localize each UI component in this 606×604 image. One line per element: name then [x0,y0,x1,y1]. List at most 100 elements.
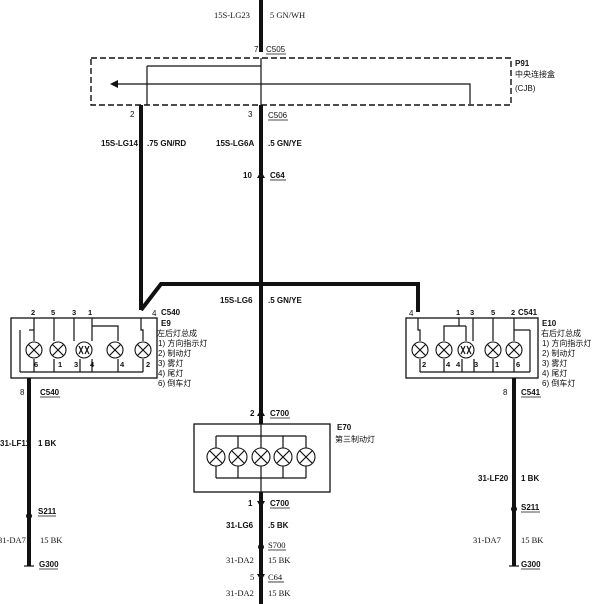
center-c64-pin: 5 [250,572,254,582]
lg6-id: 15S-LG6 [220,296,253,305]
left-lamp-id: E9 [161,319,171,328]
lg6a-spec: .5 GN/YE [268,139,302,148]
center-splice-dot [258,544,264,550]
right-wire2-spec: 15 BK [521,535,544,545]
right-lamp-item-5: 6) 倒车灯 [542,378,575,388]
left-splice-dot [26,513,32,519]
left-bottom-pin-6: 2 [146,360,150,369]
bulb-icon [134,341,152,359]
c64-arrow-icon [257,171,265,178]
left-lamp-title: 左后灯总成 [157,328,197,338]
left-ground-conn: C540 [40,388,60,397]
center-bottom-conn: C700 [270,499,290,508]
right-wire-spec: 1 BK [521,474,539,483]
left-bottom-pin-5: 4 [120,360,125,369]
bulb-icon [484,341,502,359]
center-wire2-spec: 15 BK [268,555,291,565]
c505-label: C505 [266,45,286,54]
right-bottom-pin-6: 6 [516,360,520,369]
right-lamp-item-1: 1) 方向指示灯 [542,338,591,348]
right-lamp-item-2: 2) 制动灯 [542,348,575,358]
left-lamp-item-1: 1) 方向指示灯 [158,338,207,348]
lg14-spec: .75 GN/RD [147,139,186,148]
c505-pin: 7 [254,45,259,54]
top-wire-id: 15S-LG23 [214,10,250,20]
bulb-icon [228,447,248,467]
left-lamp-item-3: 3) 雾灯 [158,358,183,368]
right-wire-id: 31-LF20 [478,474,509,483]
right-lamp-connector: C541 [518,308,538,317]
bulb-icon [206,447,226,467]
center-lamp-name: 第三制动灯 [335,434,375,444]
left-lamp-conn-pin: 4 [152,309,157,318]
lg14-id: 15S-LG14 [101,139,138,148]
center-top-conn: C700 [270,409,290,418]
right-bottom-pin-1: 2 [422,360,426,369]
cjb-id: P91 [515,59,530,68]
left-bottom-pin-3: 3 [74,360,78,369]
right-lamp-internal [417,318,531,373]
c64-bottom-arrow-icon [257,574,265,581]
bulb-icon [49,341,67,359]
left-wire2-spec: 15 BK [40,535,63,545]
right-lamp-bulbs [411,341,523,359]
left-lamp-internal [19,318,144,373]
right-ground-conn: C541 [521,388,541,397]
center-lamp-internal [215,424,307,492]
right-lamp-title: 右后灯总成 [541,328,581,338]
left-lamp-item-4: 4) 尾灯 [158,368,183,378]
right-splice: S211 [521,503,540,512]
left-lamp-box [10,317,158,379]
center-top-pin: 2 [250,409,255,418]
center-lamp-id: E70 [337,423,352,432]
bulb-icon [435,341,453,359]
right-lamp-id: E10 [542,319,557,328]
left-bottom-pin-4: 4 [90,360,95,369]
right-top-pin-4: 2 [511,308,515,317]
right-bottom-pin-5: 1 [495,360,499,369]
left-lamp-item-2: 2) 制动灯 [158,348,191,358]
left-bottom-pin-1: 6 [34,360,38,369]
right-top-pin-2: 3 [470,308,474,317]
right-lamp-item-3: 3) 雾灯 [542,358,567,368]
left-lamp-item-5: 6) 倒车灯 [158,378,191,388]
c64-label-top: C64 [270,171,285,180]
center-c64: C64 [268,572,283,582]
right-branch-wire [261,282,420,312]
bulb-icon [251,447,271,467]
bulb-icon [106,341,124,359]
top-wire-spec: 5 GN/WH [270,10,305,20]
right-ground-id: G300 [521,560,541,569]
left-top-pin-4: 1 [88,308,92,317]
right-lamp-item-4: 4) 尾灯 [542,368,567,378]
c506-pin-mid: 3 [248,110,253,119]
center-wire-spec: .5 BK [268,521,289,530]
right-wire2-id: 31-DA7 [473,535,501,545]
left-ground-id: G300 [39,560,59,569]
right-bottom-pin-2: 4 [446,360,451,369]
left-top-pin-3: 3 [72,308,76,317]
cjb-name: 中央连接盒 [515,69,555,79]
center-wire-id: 31-LG6 [226,521,254,530]
right-top-pin-1: 1 [456,308,460,317]
center-wire2-id: 31-DA2 [226,555,254,565]
left-lamp-connector: C540 [161,308,181,317]
right-top-pin-3: 5 [491,308,495,317]
lg6a-id: 15S-LG6A [216,139,254,148]
c506-label: C506 [268,111,288,120]
center-wire3-id: 31-DA2 [226,588,254,598]
c700-bottom-arrow-icon [257,501,265,508]
center-splice: S700 [268,540,285,550]
bulb-icon [273,447,293,467]
c64-pin-top: 10 [243,171,252,180]
bulb-icon [296,447,316,467]
lg6-spec: .5 GN/YE [268,296,302,305]
bulb-icon [411,341,429,359]
left-wire2-id: 31-DA7 [0,535,26,545]
center-wire3-spec: 15 BK [268,588,291,598]
bulb-icon [75,341,93,359]
left-bottom-pin-2: 1 [58,360,62,369]
left-wire-spec: 1 BK [38,439,56,448]
left-branch-wire [139,282,261,312]
